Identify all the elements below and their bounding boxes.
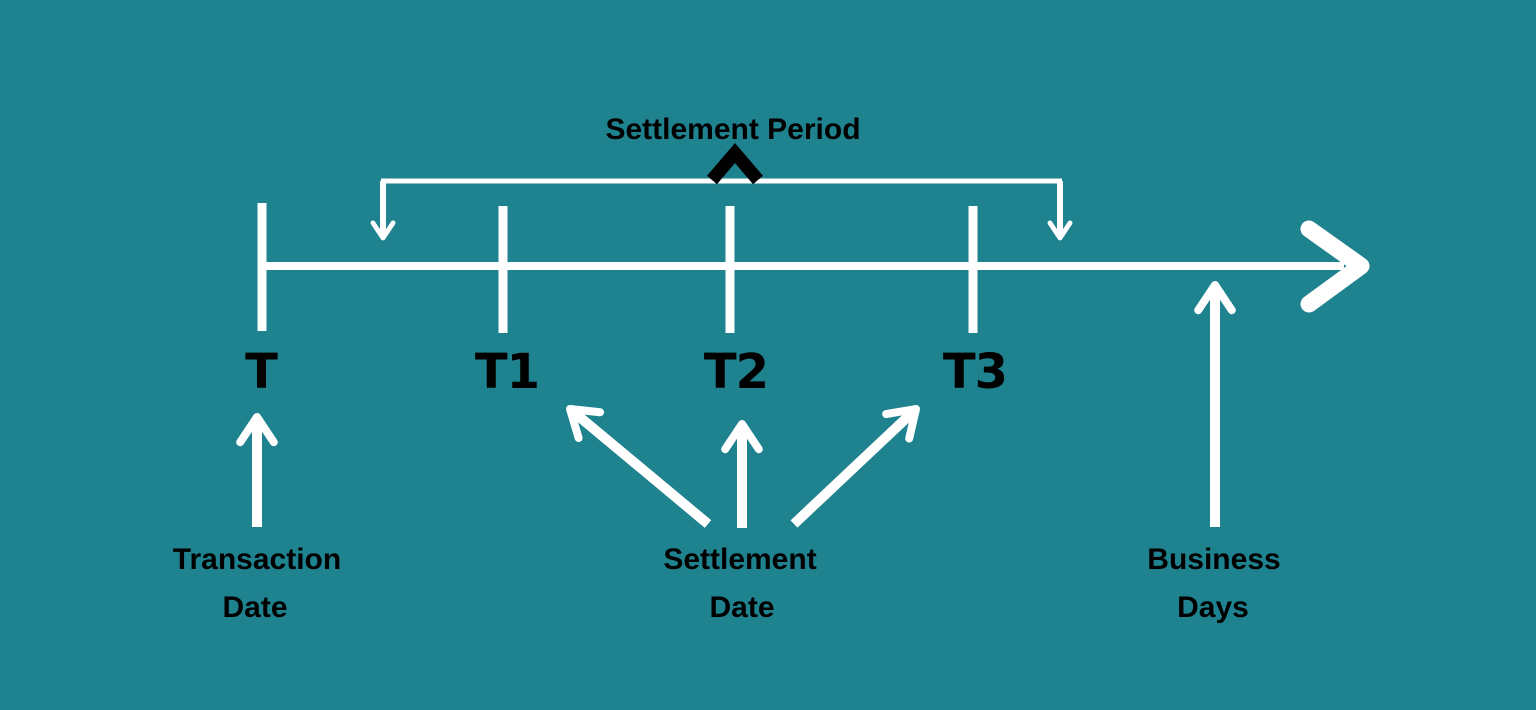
business-days-label-line2: Days xyxy=(1177,591,1249,624)
settlement-date-label-line1: Settlement xyxy=(663,543,816,576)
settlement-date-label-line2: Date xyxy=(709,591,774,624)
settlement-period-title: Settlement Period xyxy=(605,113,860,146)
business-days-label-line1: Business xyxy=(1147,543,1280,576)
up-caret-icon xyxy=(707,142,763,185)
timeline-axis xyxy=(257,203,1370,333)
settlement-period-bracket: Settlement Period xyxy=(370,113,1073,241)
tick-labels: T T1 T2 T3 xyxy=(245,344,1008,400)
transaction-date-label-line2: Date xyxy=(222,591,287,624)
business-days-annotation: Business Days xyxy=(1147,281,1281,624)
settlement-date-arrow-to-t1-icon xyxy=(566,405,712,528)
timeline-arrowhead-icon xyxy=(1300,220,1370,313)
tick-label-t3: T3 xyxy=(943,344,1007,400)
tick-label-t1: T1 xyxy=(475,344,539,400)
settlement-date-annotation: Settlement Date xyxy=(566,405,920,624)
transaction-date-annotation: Transaction Date xyxy=(173,413,341,624)
tick-label-t: T xyxy=(245,344,278,400)
settlement-date-arrow-to-t3-icon xyxy=(790,405,920,528)
tick-label-t2: T2 xyxy=(704,344,768,400)
transaction-date-label-line1: Transaction xyxy=(173,543,341,576)
